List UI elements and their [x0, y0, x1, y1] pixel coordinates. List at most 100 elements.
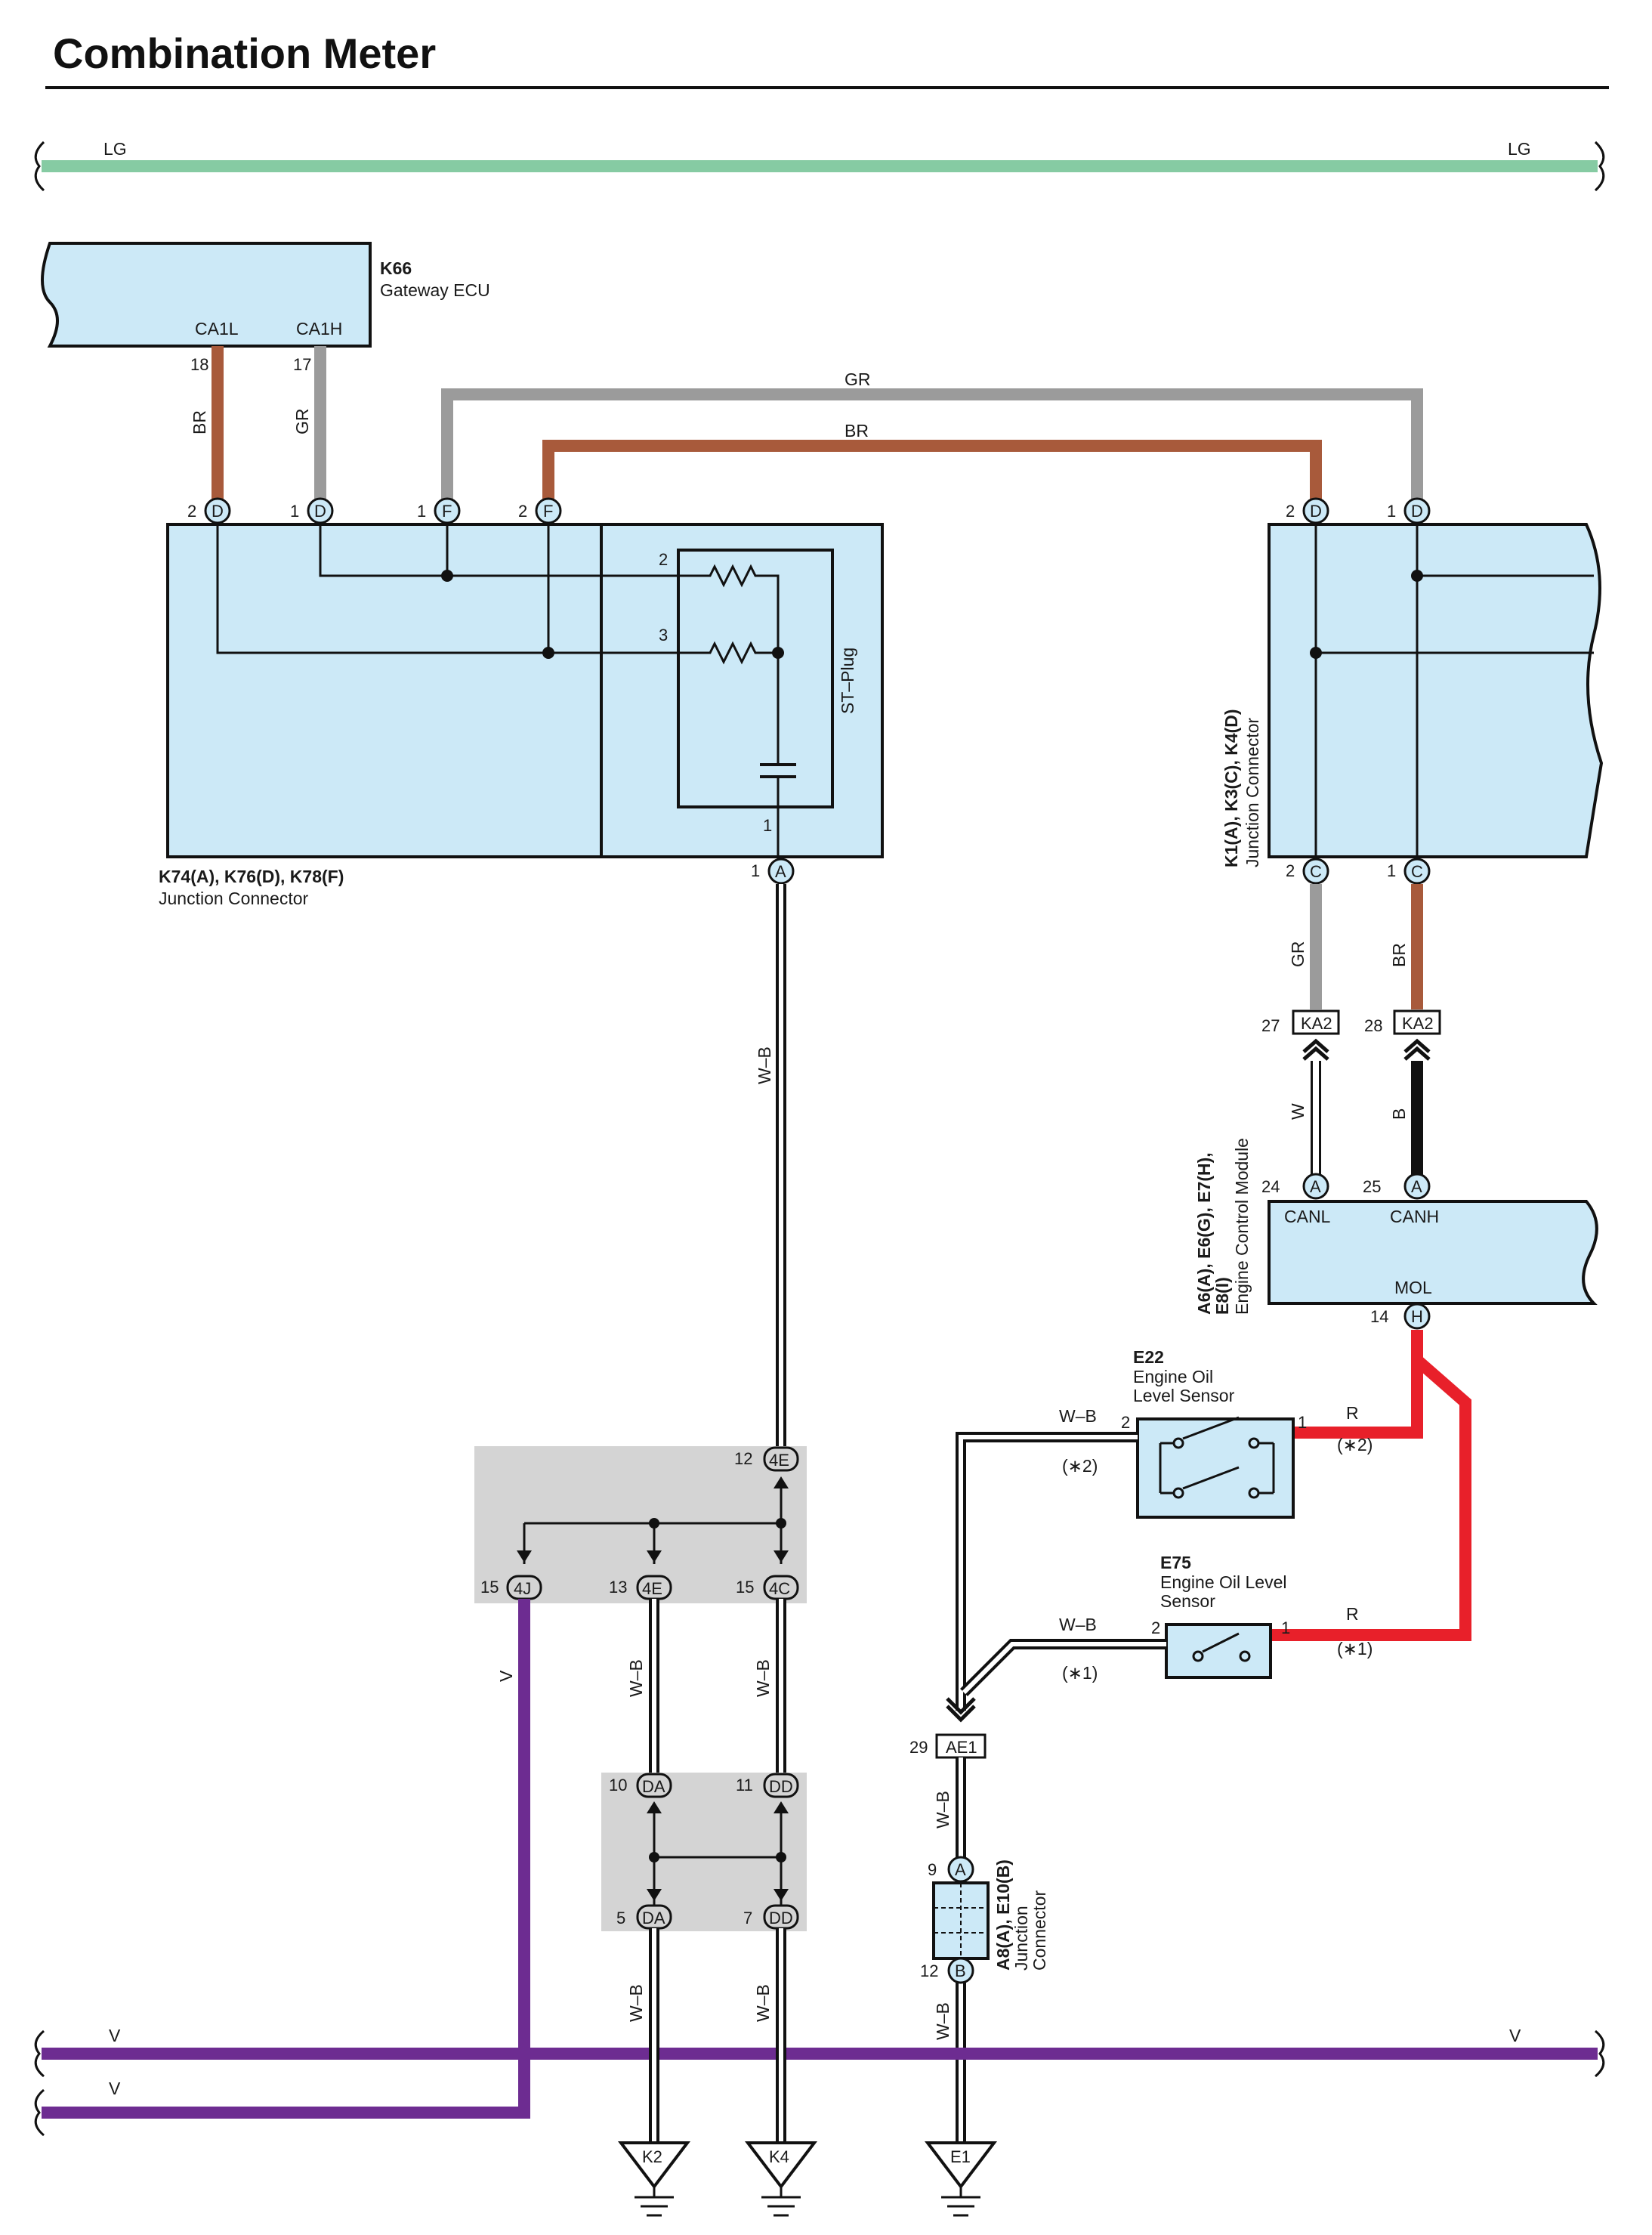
svg-text:5: 5: [616, 1909, 625, 1927]
ecm-pin-24a: 24 A: [1261, 1173, 1329, 1200]
svg-text:13: 13: [609, 1578, 627, 1597]
label-wb-e22: W–B: [1059, 1406, 1097, 1426]
label-wb-dd: W–B: [753, 1984, 773, 2022]
v-top-left-label: V: [109, 2026, 121, 2045]
svg-text:1: 1: [290, 502, 299, 521]
svg-text:2: 2: [1121, 1413, 1130, 1432]
svg-text:DD: DD: [769, 1777, 793, 1796]
svg-text:25: 25: [1363, 1177, 1381, 1196]
ecm-pin-14h: 14 H: [1370, 1303, 1431, 1330]
jcl-pin-1f: 1 F: [417, 497, 461, 524]
label-gr-top: GR: [845, 369, 871, 389]
ecm-codes-1: A6(A), E6(G), E7(H),: [1194, 1152, 1214, 1315]
junction-connector-left: ST–Plug 2 3 1 2 D 1 D 1: [159, 497, 884, 908]
k66-gateway-ecu: K66 Gateway ECU CA1L CA1H 18 17: [41, 242, 490, 374]
v-bottom-left-label: V: [109, 2079, 121, 2098]
svg-text:Connector: Connector: [1030, 1890, 1049, 1971]
jcr-pin-2c: 2 C: [1286, 858, 1329, 885]
svg-text:11: 11: [736, 1776, 753, 1794]
svg-text:D: D: [212, 502, 224, 521]
svg-text:Junction: Junction: [1011, 1906, 1031, 1971]
svg-text:C: C: [1310, 862, 1322, 881]
svg-text:Engine Oil Level: Engine Oil Level: [1160, 1572, 1287, 1592]
connector-ka2-27: 27 KA2: [1261, 1009, 1340, 1035]
svg-text:Level Sensor: Level Sensor: [1133, 1386, 1235, 1405]
svg-text:14: 14: [1370, 1307, 1388, 1326]
svg-text:24: 24: [1261, 1177, 1280, 1196]
svg-text:2: 2: [518, 502, 527, 521]
label-br-right: BR: [1389, 943, 1409, 967]
svg-text:Sensor: Sensor: [1160, 1591, 1215, 1611]
svg-text:1: 1: [1281, 1618, 1290, 1637]
ka2-27-chevron: [1302, 1038, 1329, 1061]
ecm-pin-25a: 25 A: [1363, 1173, 1431, 1200]
junction-connector-right: 2 D 1 D 2 C 1 C K1(A), K3(C), K4(D) Junc…: [1221, 497, 1604, 885]
svg-text:DA: DA: [642, 1909, 665, 1927]
svg-text:7: 7: [743, 1909, 752, 1927]
svg-text:12: 12: [734, 1449, 752, 1468]
ka2-28-chevron: [1403, 1038, 1431, 1061]
svg-text:2: 2: [1151, 1618, 1160, 1637]
svg-text:E1: E1: [950, 2147, 971, 2166]
svg-text:27: 27: [1261, 1016, 1280, 1035]
resistor-2: [699, 564, 780, 653]
a8-pin-12b: 12 B: [920, 1957, 974, 1984]
svg-text:H: H: [1411, 1307, 1423, 1326]
svg-text:1: 1: [1298, 1413, 1307, 1432]
label-gr-right: GR: [1288, 941, 1308, 968]
jcl-codes: K74(A), K76(D), K78(F): [159, 867, 344, 886]
junction-block-da-dd: 10 DA 11 DD 5 DA 7 DD: [601, 1773, 807, 1931]
label-wb-4c: W–B: [753, 1659, 773, 1697]
jcr-pin-1d: 1 D: [1387, 497, 1431, 524]
ecm-name: Engine Control Module: [1232, 1138, 1252, 1315]
svg-text:4C: 4C: [769, 1579, 790, 1598]
svg-text:B: B: [955, 1961, 966, 1980]
st-plug-box: [677, 549, 834, 808]
svg-text:1: 1: [1387, 861, 1396, 880]
svg-text:Engine Oil: Engine Oil: [1133, 1367, 1213, 1386]
svg-text:A: A: [1411, 1177, 1422, 1196]
svg-text:A: A: [1310, 1177, 1321, 1196]
svg-text:D: D: [1411, 502, 1423, 521]
svg-text:2: 2: [1286, 502, 1295, 521]
label-w-can: W: [1288, 1103, 1308, 1120]
svg-text:DD: DD: [769, 1909, 793, 1927]
label-wb-4e: W–B: [626, 1659, 646, 1697]
svg-text:4J: 4J: [514, 1579, 531, 1598]
svg-text:1: 1: [1387, 502, 1396, 521]
svg-text:28: 28: [1364, 1016, 1382, 1035]
svg-text:29: 29: [909, 1738, 928, 1757]
label-r-e22: R: [1346, 1403, 1359, 1423]
lg-bus: LG LG: [34, 139, 1605, 192]
label-r-e22-note: (∗2): [1337, 1435, 1373, 1454]
ecm-mol: MOL: [1394, 1278, 1432, 1297]
engine-control-module: 24 A 25 A CANL CANH MOL 14 H A6(A), E6(G…: [1194, 1138, 1598, 1330]
svg-text:D: D: [314, 502, 326, 521]
e75-engine-oil-level-sensor: E75 Engine Oil Level Sensor 2 1: [1151, 1553, 1290, 1679]
a8-junction-connector: 9 A 12 B A8(A), E10(B) Junction Connecto…: [920, 1856, 1049, 1984]
v-bus: V V V: [34, 2026, 1605, 2137]
svg-text:10: 10: [609, 1776, 627, 1794]
st-pin2: 2: [659, 550, 668, 569]
wire-wb-e75: [960, 1639, 1166, 1696]
k66-ca1h: CA1H: [296, 319, 342, 338]
svg-text:A: A: [775, 862, 786, 881]
label-br-top: BR: [845, 421, 869, 441]
wire-gr-top: [441, 388, 1423, 508]
connector-13-4e: 13 4E: [609, 1575, 672, 1600]
jcr-name: Junction Connector: [1243, 717, 1262, 867]
svg-text:2: 2: [1286, 861, 1295, 880]
svg-text:2: 2: [187, 502, 196, 521]
svg-text:1: 1: [751, 861, 760, 880]
svg-text:KA2: KA2: [1402, 1014, 1434, 1033]
ground-e1: E1: [924, 2141, 998, 2217]
ecm-codes-2: E8(I): [1212, 1277, 1232, 1315]
label-r-e75-note: (∗1): [1337, 1639, 1373, 1658]
jcl-pin-1a: 1 A: [751, 858, 795, 885]
connector-15-4c: 15 4C: [736, 1575, 799, 1600]
wire-v-4j: [42, 1599, 530, 2119]
k66-pin17: 17: [293, 355, 311, 374]
jcr-codes: K1(A), K3(C), K4(D): [1221, 709, 1241, 867]
svg-text:15: 15: [480, 1578, 499, 1597]
